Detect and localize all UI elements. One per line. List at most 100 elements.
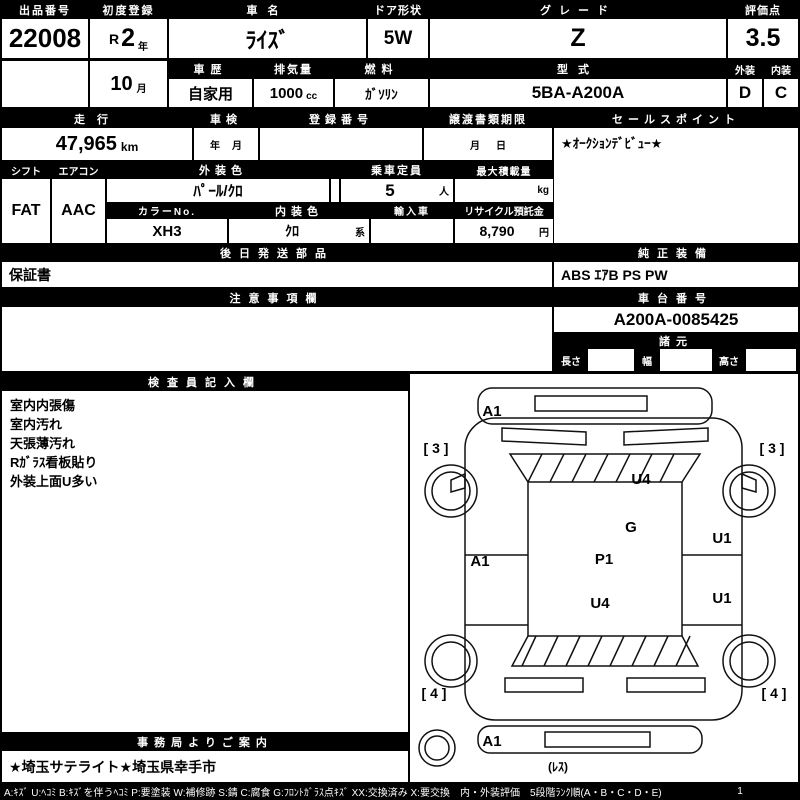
max-load-unit: kg	[537, 185, 549, 196]
capacity-label: 乗車定員	[371, 165, 423, 177]
caution-label: 注意事項欄	[229, 292, 325, 305]
score-label: 評価点	[745, 4, 781, 17]
exterior-grade: D	[728, 79, 762, 107]
registration-number-cell	[260, 128, 422, 160]
interior-label: 内装	[771, 65, 791, 77]
capacity-unit: 人	[439, 187, 449, 198]
height-cell	[746, 349, 796, 371]
mileage-value: 47,965	[55, 132, 117, 155]
inspector-note: 室内内張傷	[10, 398, 76, 413]
mirror-left	[450, 472, 466, 493]
model-code-label: 型式	[557, 64, 599, 76]
wheel-front-right	[722, 464, 776, 518]
interior-color-label: 内装色	[275, 205, 323, 218]
car-diagram-panel: A1 [ 3 ] [ 3 ] U4 G A1 P1 U1 U4 U1 [ 4 ]…	[410, 374, 798, 782]
max-load-cell: kg	[455, 179, 553, 202]
interior-color-value: ｸﾛ	[285, 223, 299, 239]
front-plate-outline	[534, 395, 648, 412]
office-notice-value: ★埼玉サテライト★埼玉県幸手市	[2, 751, 408, 782]
damage-mark-u4-center: U4	[590, 595, 610, 612]
era-letter: R	[108, 30, 120, 47]
lot-number-empty-cell	[2, 61, 88, 107]
import-car-cell	[371, 219, 453, 243]
import-car-label: 輸入車	[394, 207, 430, 217]
grade-label: グレード	[540, 4, 616, 17]
car-body-outline	[464, 417, 743, 721]
interior-color-unit: 系	[355, 227, 365, 239]
inspector-note: Rｶﾞﾗｽ看板貼り	[10, 455, 98, 470]
aircon-label: エアコン	[58, 166, 99, 178]
damage-mark-a1-rear: A1	[482, 733, 501, 750]
exterior-label: 外装	[735, 65, 755, 77]
displacement-value: 1000	[269, 84, 304, 102]
chassis-number-value: A200A-0085425	[554, 307, 798, 332]
legend-text: A:ｷｽﾞ U:ﾍｺﾐ B:ｷｽﾞを伴うﾍｺﾐ P:要塗装 W:補修跡 S:錆 …	[4, 787, 662, 799]
rear-window-outline	[510, 635, 700, 667]
front-bumper-outline	[477, 387, 713, 425]
mirror-right	[741, 472, 757, 493]
spare-tire	[418, 729, 456, 767]
reg-year: 2	[121, 24, 136, 52]
taillight-left	[504, 677, 584, 693]
headlight-left	[501, 427, 587, 446]
inspection-date-cell: 年 月	[194, 128, 258, 160]
width-cell	[660, 349, 712, 371]
page-number: 1	[737, 785, 743, 797]
inspector-note: 室内汚れ	[10, 417, 63, 432]
exterior-color-value: ﾊﾟｰﾙ/ｸﾛ	[107, 179, 329, 202]
recycle-deposit-unit: 円	[539, 227, 549, 239]
exterior-color-strip-cell	[331, 179, 339, 202]
headlight-right	[623, 427, 709, 446]
door-shape-label: ドア形状	[374, 4, 422, 17]
color-no-value: XH3	[107, 219, 227, 243]
inspection-year-unit: 年	[210, 140, 220, 152]
transfer-day-unit: 日	[496, 140, 506, 152]
wheel-front-left	[424, 464, 478, 518]
first-registration-month-cell: 10 月	[90, 61, 167, 107]
capacity-value: 5	[385, 180, 395, 200]
aircon-value: AAC	[52, 179, 105, 243]
displacement-label: 排気量	[274, 64, 313, 76]
tire-depth-3-right: [ 3 ]	[760, 440, 785, 456]
car-top-view-diagram: A1 [ 3 ] [ 3 ] U4 G A1 P1 U1 U4 U1 [ 4 ]…	[418, 387, 787, 774]
shift-value: FAT	[2, 179, 50, 243]
history-label: 車歴	[193, 64, 228, 76]
wheel-rear-left	[424, 634, 478, 688]
color-no-label: カラーNo.	[137, 207, 197, 217]
recycle-deposit-label: リサイクル預託金	[464, 207, 544, 217]
damage-mark-a1-front: A1	[482, 403, 501, 420]
spare-tire-note: (ﾚｽ)	[548, 760, 568, 774]
car-name-value: ﾗｲｽﾞ	[169, 19, 366, 58]
lot-number-value: 22008	[2, 19, 88, 58]
year-unit: 年	[138, 42, 149, 53]
displacement-cell: 1000 cc	[254, 79, 333, 107]
fuel-label: 燃料	[364, 64, 399, 76]
first-registration-year-cell: R 2 年	[90, 19, 167, 58]
tire-depth-4-right: [ 4 ]	[762, 685, 787, 701]
mileage-unit: km	[120, 140, 139, 154]
sales-point-label: セールスポイント	[612, 113, 740, 126]
length-label: 長さ	[561, 356, 581, 368]
door-shape-value: 5W	[368, 19, 428, 58]
damage-mark-u1-right-front: U1	[712, 530, 731, 547]
inspector-note: 外装上面U多い	[10, 474, 98, 489]
genuine-equipment-value: ABS ｴｱB PS PW	[554, 262, 798, 287]
recycle-deposit-value: 8,790	[479, 223, 515, 239]
damage-mark-g-roof: G	[625, 519, 637, 536]
wheel-rear-right	[722, 634, 776, 688]
grade-value: Z	[430, 19, 726, 58]
sales-point-cell: ★ｵｰｸｼｮﾝﾃﾞﾋﾞｭｰ★	[554, 128, 798, 243]
model-code-value: 5BA-A200A	[430, 79, 726, 107]
inspection-label: 車検	[210, 113, 242, 126]
transfer-month-unit: 月	[470, 140, 480, 152]
lot-number-label: 出品番号	[19, 4, 71, 17]
mileage-cell: 47,965 km	[2, 128, 192, 160]
rear-bumper-outline	[477, 725, 703, 754]
later-shipped-parts-value: 保証書	[2, 262, 552, 287]
recycle-deposit-cell: 8,790 円	[455, 219, 553, 243]
registration-number-label: 登録番号	[309, 113, 373, 126]
first-registration-label: 初度登録	[102, 4, 155, 17]
later-shipped-parts-label: 後日発送部品	[220, 247, 334, 260]
office-notice-label: 事務局よりご案内	[137, 736, 273, 749]
